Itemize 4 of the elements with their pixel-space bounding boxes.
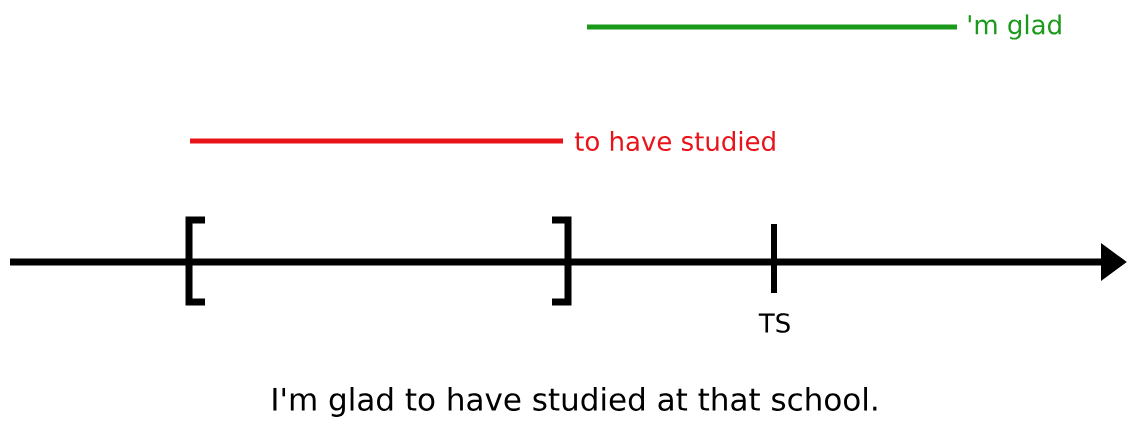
bar-label: 'm glad (968, 14, 1061, 40)
caption: I'm glad to have studied at that school. (273, 387, 877, 417)
tick-label: TS (758, 313, 790, 333)
bar-label: to have studied (574, 130, 775, 152)
